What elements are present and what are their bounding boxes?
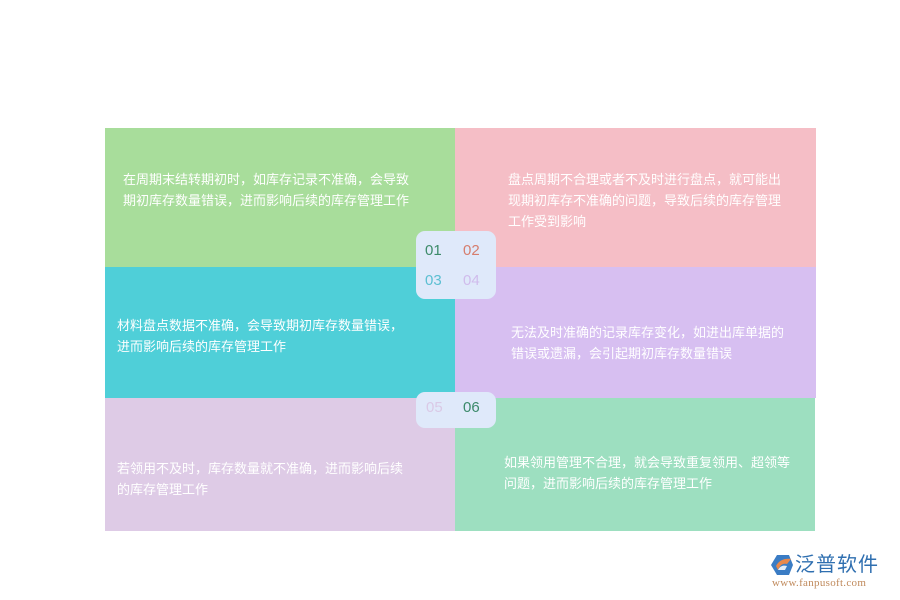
panel-01-text: 在周期末结转期初时，如库存记录不准确，会导致期初库存数量错误，进而影响后续的库存… [123, 173, 410, 209]
brand-name: 泛普软件 [795, 552, 879, 576]
panel-03: 材料盘点数据不准确，会导致期初库存数量错误，进而影响后续的库存管理工作 [105, 267, 455, 398]
panel-06-text: 如果领用管理不合理，就会导致重复领用、超领等问题，进而影响后续的库存管理工作 [504, 456, 791, 492]
panel-05: 若领用不及时，库存数量就不准确，进而影响后续的库存管理工作 [105, 398, 455, 531]
brand-logo: 泛普软件 www.fanpusoft.com [770, 552, 895, 593]
number-badge-02: 02 [463, 242, 480, 259]
number-badge-06: 06 [463, 399, 480, 416]
number-badge-group-top [416, 231, 496, 299]
panel-06: 如果领用管理不合理，就会导致重复领用、超领等问题，进而影响后续的库存管理工作 [455, 398, 815, 531]
panel-05-text: 若领用不及时，库存数量就不准确，进而影响后续的库存管理工作 [117, 462, 404, 498]
panel-04: 无法及时准确的记录库存变化，如进出库单据的错误或遗漏，会引起期初库存数量错误 [455, 267, 816, 398]
panel-01: 在周期末结转期初时，如库存记录不准确，会导致期初库存数量错误，进而影响后续的库存… [105, 128, 455, 267]
brand-url: www.fanpusoft.com [772, 577, 867, 589]
number-badge-03: 03 [425, 272, 442, 289]
number-badge-04: 04 [463, 272, 480, 289]
number-badge-group-bottom [416, 392, 496, 428]
panel-04-text: 无法及时准确的记录库存变化，如进出库单据的错误或遗漏，会引起期初库存数量错误 [511, 326, 785, 362]
panel-02-text: 盘点周期不合理或者不及时进行盘点，就可能出现期初库存不准确的问题，导致后续的库存… [508, 173, 782, 230]
fanpu-logo-icon [771, 555, 793, 575]
number-badge-05: 05 [426, 399, 443, 416]
panel-03-text: 材料盘点数据不准确，会导致期初库存数量错误，进而影响后续的库存管理工作 [117, 319, 404, 355]
number-badge-01: 01 [425, 242, 442, 259]
panel-02: 盘点周期不合理或者不及时进行盘点，就可能出现期初库存不准确的问题，导致后续的库存… [455, 128, 816, 267]
